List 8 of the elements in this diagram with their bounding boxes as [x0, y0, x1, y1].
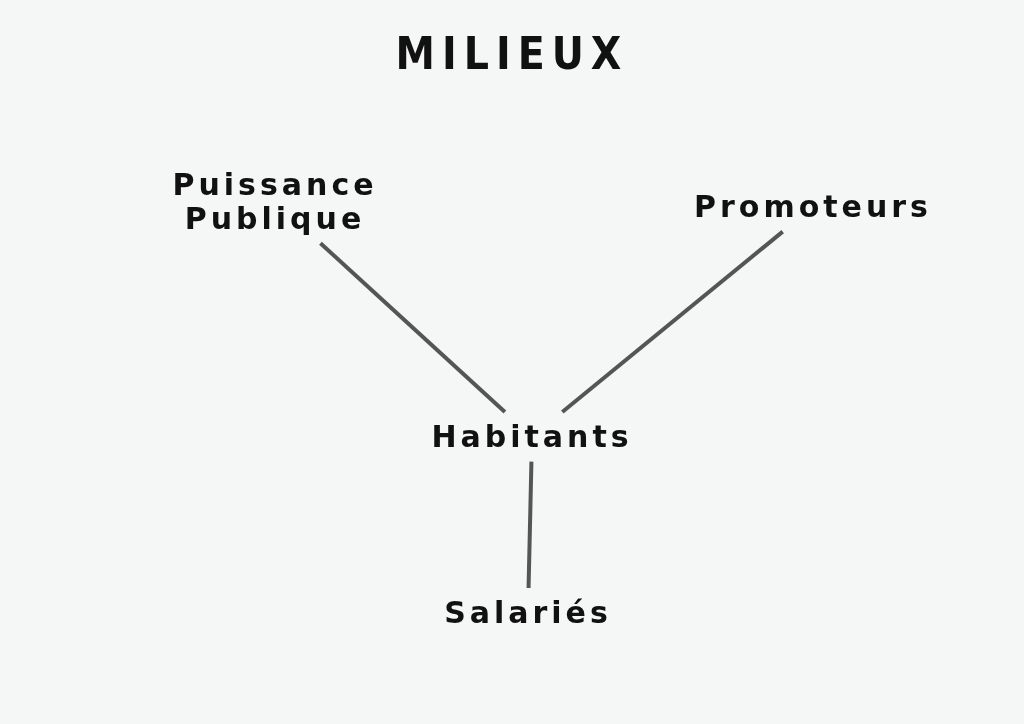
node-label: Salariés — [443, 596, 613, 630]
node-label: Promoteurs — [693, 190, 933, 224]
node-label: Puissance Publique — [171, 168, 379, 236]
node-label: Habitants — [430, 420, 634, 454]
diagram-title: MILIEUX — [394, 28, 630, 79]
connector-line — [561, 230, 784, 414]
connector-line — [526, 461, 534, 589]
connector-line — [319, 241, 507, 414]
